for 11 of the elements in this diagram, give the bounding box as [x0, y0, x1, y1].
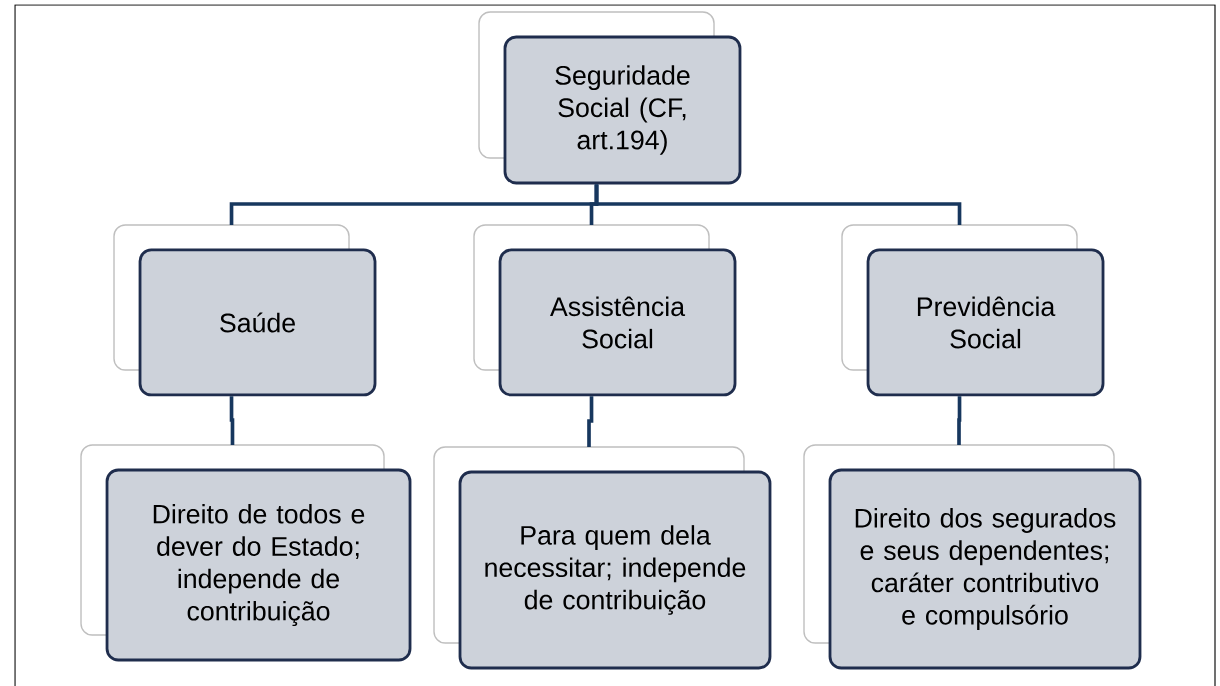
connector-line — [229, 396, 235, 445]
box: Para quem dela necessitar; independe de contribuição — [433, 446, 772, 670]
connector-line — [957, 396, 962, 445]
box: Previdência Social — [841, 224, 1105, 397]
box: Saúde — [113, 224, 377, 397]
connector-line — [594, 184, 962, 225]
box: Assistência Social — [473, 224, 737, 397]
box: Seguridade Social (CF, art.194) — [478, 11, 742, 185]
box: Direito de todos e dever do Estado; independe de contribuição — [80, 444, 412, 662]
connector-line — [587, 396, 594, 447]
box: Direito dos segurados e seus dependentes; caráter contributivo e compulsório — [803, 444, 1142, 670]
